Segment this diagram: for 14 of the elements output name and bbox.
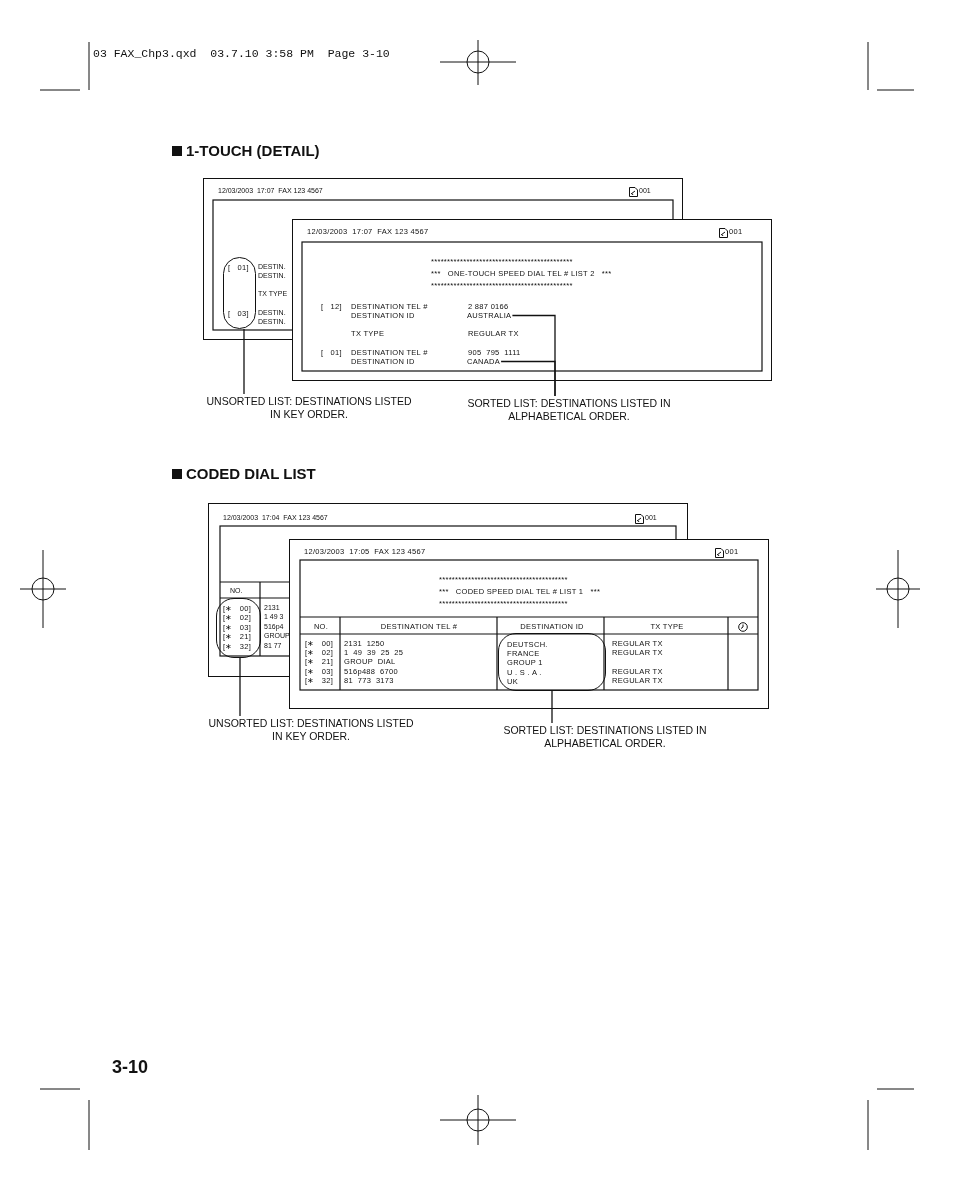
- callout-note: UNSORTED LIST: DESTINATIONS LISTED IN KEY ORDER.: [202, 717, 420, 743]
- section-heading: 1-TOUCH (DETAIL): [186, 142, 320, 159]
- callout-note: UNSORTED LIST: DESTINATIONS LISTED IN KEY ORDER.: [200, 395, 418, 421]
- leader-line: [500, 360, 556, 397]
- report-sheet: [289, 539, 769, 709]
- leader-line: [551, 690, 553, 724]
- callout-note: SORTED LIST: DESTINATIONS LISTED IN ALPHABETICAL ORDER.: [458, 397, 680, 423]
- page-number: 3-10: [112, 1057, 149, 1078]
- leader-line: [243, 328, 245, 395]
- section-heading: CODED DIAL LIST: [186, 465, 316, 482]
- leader-line: [239, 657, 241, 717]
- callout-note: SORTED LIST: DESTINATIONS LISTED IN ALPHABETICAL ORDER.: [494, 724, 716, 750]
- report-sheet: [292, 219, 772, 381]
- file-slug: 03 FAX_Chp3.qxd 03.7.10 3:58 PM Page 3-10: [93, 47, 390, 60]
